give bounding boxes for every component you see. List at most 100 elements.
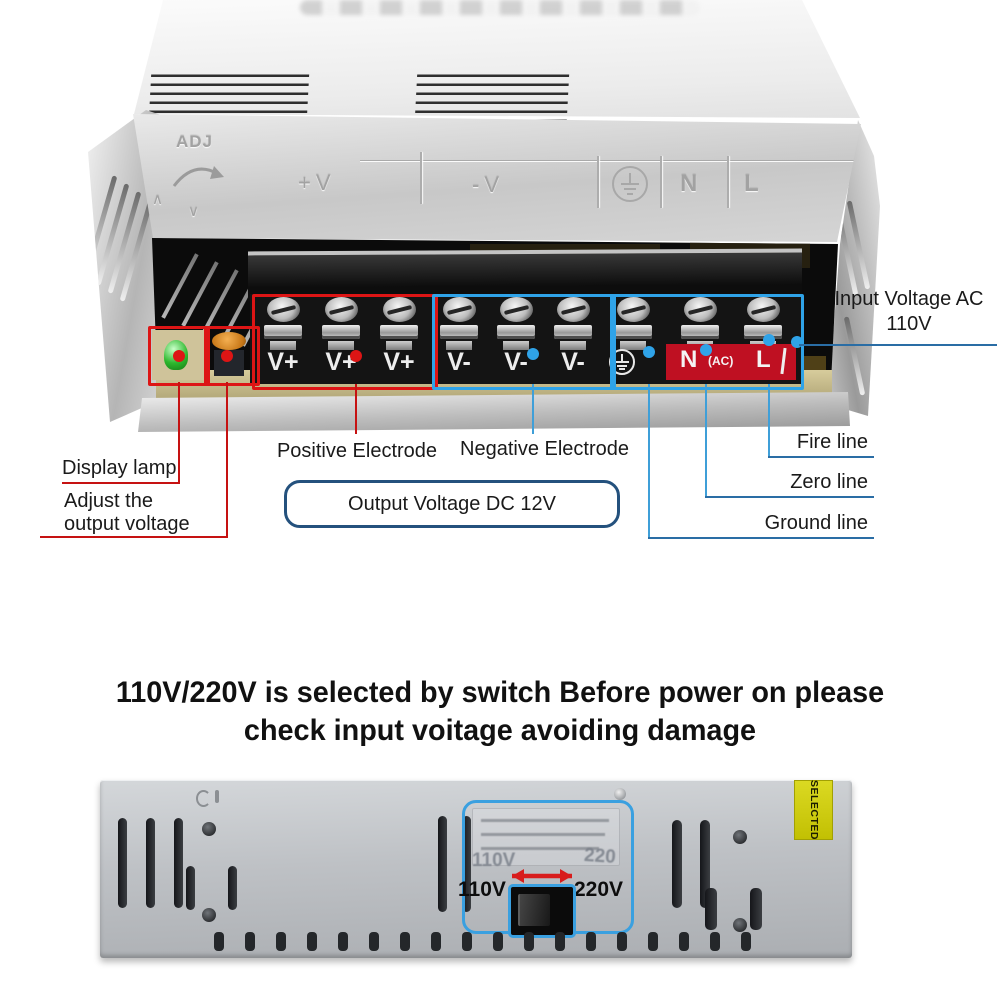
- embossed-slot-mark: [215, 790, 219, 803]
- embossed-110v-ghost: 110V: [472, 850, 516, 871]
- terminal-label-n: N: [680, 346, 698, 373]
- leader-line: [768, 456, 874, 458]
- adjust-label-line2: output voltage: [64, 513, 190, 535]
- vent-slot: [174, 818, 183, 908]
- leader-dot-positive: [350, 350, 362, 362]
- terminal-strip: V+ V+ V+ V- V- V- N (AC) L: [250, 294, 802, 384]
- ac-red-banner: [666, 344, 796, 380]
- terminal-label-vminus: V-: [561, 348, 585, 376]
- terminal-screw: [436, 297, 482, 355]
- top-vent-louvers-right: [414, 68, 570, 126]
- screw: [733, 830, 747, 844]
- leader-dot-display-lamp: [173, 350, 185, 362]
- terminal-label-vplus: V+: [383, 348, 415, 376]
- embossed-220v-ghost: 220: [583, 844, 617, 869]
- warning-heading-line2: check input voitage avoiding damage: [243, 714, 757, 747]
- warning-heading-line1: 110V/220V is selected by switch Before p…: [115, 676, 885, 709]
- fire-line-label: Fire line: [796, 431, 868, 453]
- adj-embossed-label: ADJ: [176, 132, 214, 151]
- leader-line: [532, 384, 534, 434]
- potentiometer-dial: [212, 332, 246, 350]
- selected-sticker: SELECTED: [794, 780, 833, 840]
- printed-warning-label: [472, 808, 620, 866]
- vent-slot: [672, 820, 682, 908]
- vent-slot: [462, 816, 471, 912]
- ground-line-label: Ground line: [764, 512, 868, 534]
- highlight-box-adjust-pot: [204, 326, 260, 386]
- leader-dot-negative: [527, 348, 539, 360]
- leader-line: [768, 384, 770, 456]
- double-arrow-icon: [512, 869, 572, 883]
- panel-separator: [660, 156, 662, 208]
- panel-separator: [727, 156, 729, 208]
- leader-line: [648, 537, 874, 539]
- warning-heading: 110V/220V is selected by switch Before p…: [0, 674, 1000, 750]
- input-voltage-label-line1: Input Voltage AC: [834, 288, 984, 310]
- leader-dot-zero: [700, 344, 712, 356]
- vent-slot: [118, 818, 127, 908]
- terminal-screw: [260, 297, 306, 355]
- terminal-screw: [376, 297, 422, 355]
- psu-front-panel: ADJ ∧ ∨ +V -V N L: [133, 114, 861, 242]
- terminal-label-vplus: V+: [267, 348, 299, 376]
- leader-line: [40, 536, 228, 538]
- leader-dot-adjust: [221, 350, 233, 362]
- vent-slot: [186, 866, 195, 910]
- leader-line: [705, 496, 874, 498]
- terminal-screw: [318, 297, 364, 355]
- emboss-mark: ∧: [152, 191, 163, 208]
- screw: [614, 788, 626, 800]
- leader-line: [705, 384, 707, 496]
- selected-sticker-text: SELECTED: [807, 779, 820, 841]
- vent-slot: [438, 816, 447, 912]
- screw: [733, 918, 747, 932]
- panel-crease: [360, 160, 860, 161]
- positive-electrode-label: Positive Electrode: [276, 440, 438, 462]
- adj-arrow-icon: [172, 166, 224, 187]
- terminal-label-l: L: [756, 346, 771, 373]
- terminal-label-vminus: V-: [447, 348, 471, 376]
- terminal-label-ac: (AC): [708, 354, 734, 368]
- panel-separator: [597, 156, 599, 208]
- screw: [202, 822, 216, 836]
- adjust-label-line1: Adjust the: [64, 490, 153, 512]
- l-embossed-label: L: [744, 170, 759, 197]
- leader-line: [648, 384, 650, 537]
- vent-slot: [750, 888, 762, 930]
- earth-ground-embossed-icon: [612, 166, 648, 202]
- leader-line: [62, 482, 180, 484]
- vent-slot: [228, 866, 237, 910]
- terminal-screw: [493, 297, 539, 355]
- psu-side-view: 110V 220 110V 220V SELECTED: [100, 780, 852, 958]
- display-lamp-label: Display lamp: [62, 457, 177, 479]
- input-voltage-label-line2: 110V: [886, 313, 932, 335]
- n-embossed-label: N: [680, 170, 698, 197]
- vent-slot: [700, 820, 710, 908]
- leader-dot-fire: [763, 334, 775, 346]
- minus-v-embossed-label: -V: [472, 172, 504, 197]
- screw: [202, 908, 216, 922]
- leader-line: [226, 382, 228, 536]
- zero-line-label: Zero line: [790, 471, 868, 493]
- terminal-screw: [550, 297, 596, 355]
- leader-line: [799, 344, 997, 346]
- highlight-box-positive-terminals: [252, 294, 438, 390]
- bottom-vent-row: [214, 932, 814, 952]
- leader-line: [355, 384, 357, 434]
- embossed-faint-text: [300, 0, 700, 15]
- switch-110v-label: 110V: [458, 878, 506, 901]
- leader-line: [178, 382, 180, 482]
- switch-knob: [518, 894, 550, 926]
- psu-bottom-rail: [138, 392, 850, 432]
- vent-slot: [146, 818, 155, 908]
- switch-220v-label: 220V: [574, 878, 624, 901]
- voltage-selector-switch: [508, 884, 576, 938]
- emboss-mark: ∨: [188, 203, 199, 220]
- negative-electrode-label: Negative Electrode: [460, 438, 629, 460]
- vent-slot: [705, 888, 717, 930]
- plus-v-embossed-label: +V: [298, 170, 336, 195]
- output-voltage-box: Output Voltage DC 12V: [284, 480, 620, 528]
- embossed-c-mark: [196, 790, 211, 807]
- leader-dot-input-voltage: [791, 336, 803, 348]
